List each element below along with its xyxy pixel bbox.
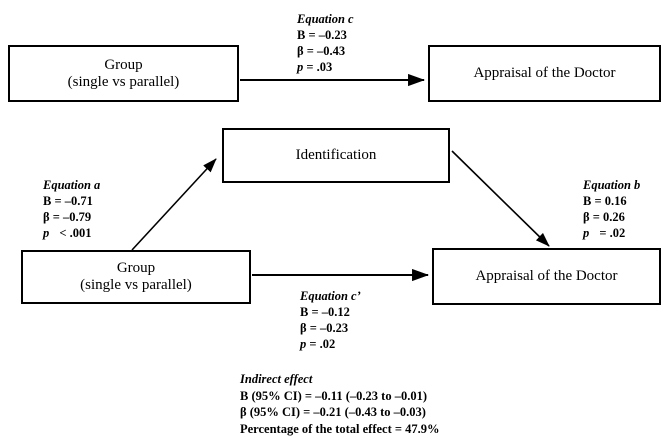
- annotation-indirect-effect: Indirect effect B (95% CI) = –0.11 (–0.2…: [240, 371, 440, 438]
- equation-a-b-label: B =: [43, 194, 65, 208]
- indirect-effect-b-line: B (95% CI) = –0.11 (–0.23 to –0.01): [240, 388, 427, 403]
- equation-b-b: B = 0.16: [583, 193, 640, 209]
- equation-c-b-label: B =: [297, 28, 319, 42]
- node-group-bottom[interactable]: Group (single vs parallel): [21, 250, 251, 304]
- node-group-top[interactable]: Group (single vs parallel): [8, 45, 239, 102]
- node-group-bottom-line1: Group: [116, 260, 156, 277]
- node-identification-line1: Identification: [295, 147, 377, 164]
- annotation-equation-c: Equation c B = –0.23 β = –0.43 p = .03: [297, 11, 354, 75]
- node-appraisal-bottom[interactable]: Appraisal of the Doctor: [432, 248, 661, 305]
- equation-c-beta-value: –0.43: [316, 44, 346, 58]
- indirect-effect-beta-line: β (95% CI) = –0.21 (–0.43 to –0.03): [240, 405, 426, 420]
- equation-a-beta-value: –0.79: [62, 210, 92, 224]
- equation-c-prime-title: Equation c’: [300, 289, 361, 303]
- equation-c-prime-p: p = .02: [300, 336, 361, 352]
- node-group-top-line2: (single vs parallel): [67, 73, 180, 90]
- node-identification[interactable]: Identification: [222, 128, 450, 183]
- node-appraisal-bottom-line1: Appraisal of the Doctor: [475, 268, 618, 285]
- equation-c-prime-beta-label: β =: [300, 321, 320, 335]
- equation-c-b: B = –0.23: [297, 27, 354, 43]
- equation-c-prime-b-value: –0.12: [321, 305, 350, 319]
- arrow-path-a: [131, 158, 217, 251]
- equation-b-beta: β = 0.26: [583, 209, 640, 225]
- equation-a-p-label: p: [43, 226, 50, 240]
- equation-a-beta: β = –0.79: [43, 209, 100, 225]
- equation-c-p-value: = .03: [306, 60, 333, 74]
- equation-c-prime-p-value: = .02: [309, 337, 336, 351]
- equation-c-beta-label: β =: [297, 44, 317, 58]
- node-appraisal-top-line1: Appraisal of the Doctor: [473, 65, 616, 82]
- indirect-effect-title: Indirect effect: [240, 372, 313, 386]
- equation-c-prime-b: B = –0.12: [300, 304, 361, 320]
- annotation-equation-b: Equation b B = 0.16 β = 0.26 p = .02: [583, 177, 640, 241]
- equation-c-title: Equation c: [297, 12, 354, 26]
- equation-b-p-label: p: [583, 226, 590, 240]
- equation-c-p: p = .03: [297, 59, 354, 75]
- equation-a-p: p < .001: [43, 225, 100, 241]
- arrow-path-b: [451, 150, 550, 247]
- equation-c-beta: β = –0.43: [297, 43, 354, 59]
- equation-a-b: B = –0.71: [43, 193, 100, 209]
- equation-b-b-label: B =: [583, 194, 605, 208]
- annotation-equation-a: Equation a B = –0.71 β = –0.79 p < .001: [43, 177, 100, 241]
- indirect-effect-percentage-line: Percentage of the total effect = 47.9%: [240, 421, 440, 436]
- equation-c-b-value: –0.23: [318, 28, 347, 42]
- equation-b-b-value: 0.16: [604, 194, 627, 208]
- equation-a-p-value: < .001: [59, 226, 92, 240]
- equation-c-prime-beta: β = –0.23: [300, 320, 361, 336]
- equation-a-beta-label: β =: [43, 210, 63, 224]
- equation-c-prime-beta-value: –0.23: [319, 321, 349, 335]
- equation-b-p-value: = .02: [599, 226, 626, 240]
- node-group-top-line1: Group: [104, 56, 143, 73]
- equation-a-b-value: –0.71: [64, 194, 93, 208]
- equation-c-p-label: p: [297, 60, 304, 74]
- node-appraisal-top[interactable]: Appraisal of the Doctor: [428, 45, 661, 102]
- equation-a-title: Equation a: [43, 178, 101, 192]
- equation-b-title: Equation b: [583, 178, 641, 192]
- equation-c-prime-p-label: p: [300, 337, 307, 351]
- equation-b-beta-value: 0.26: [602, 210, 625, 224]
- equation-b-p: p = .02: [583, 225, 640, 241]
- equation-b-beta-label: β =: [583, 210, 603, 224]
- annotation-equation-c-prime: Equation c’ B = –0.12 β = –0.23 p = .02: [300, 288, 361, 352]
- node-group-bottom-line2: (single vs parallel): [80, 277, 192, 293]
- equation-c-prime-b-label: B =: [300, 305, 322, 319]
